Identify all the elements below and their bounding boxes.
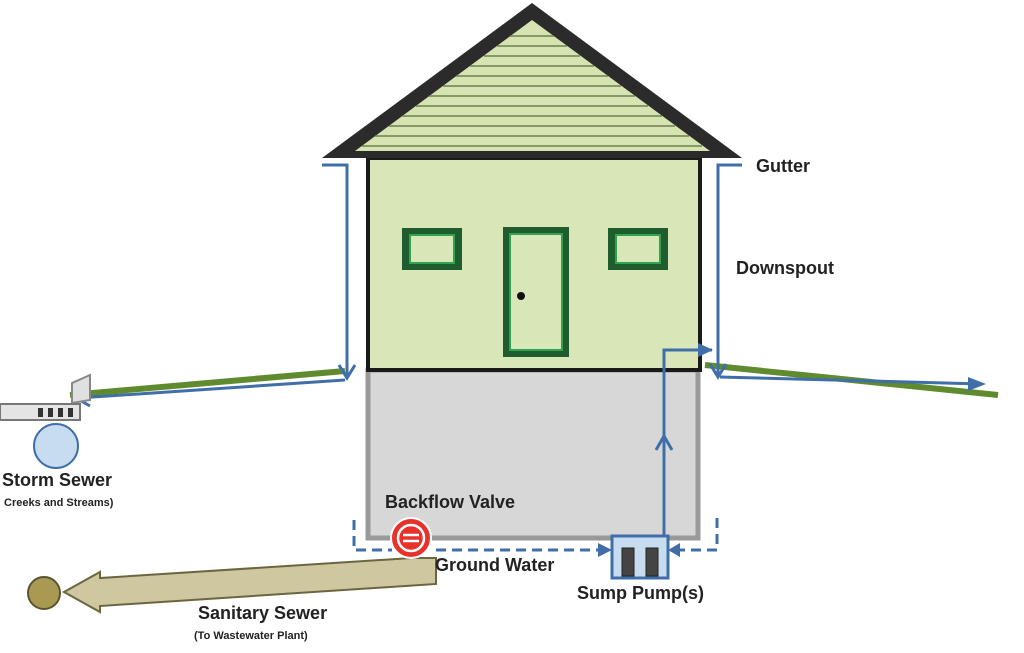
window-right-pane <box>615 234 661 264</box>
sump-pump-label: Sump Pump(s) <box>577 583 705 603</box>
gutter-label: Gutter <box>756 156 810 176</box>
ground-water-arrow <box>598 543 612 557</box>
sump-pump-unit-1 <box>621 547 635 577</box>
door-panel <box>509 233 563 351</box>
sanitary-sewer-pipe <box>61 557 437 614</box>
storm-sewer-main <box>33 423 79 469</box>
backflow-valve-label: Backflow Valve <box>385 492 516 512</box>
sump-pump-unit-2 <box>645 547 659 577</box>
sanitary-sewer-label: Sanitary Sewer <box>198 603 328 623</box>
sump-discharge-line <box>662 348 712 538</box>
ground-line-left <box>69 368 346 398</box>
runoff-right-arrow <box>968 377 986 391</box>
window-left-pane <box>409 234 455 264</box>
downspout-label: Downspout <box>736 258 834 278</box>
ground-water-drain-left <box>352 520 392 552</box>
sanitary-sewer-note: (To Wastewater Plant) <box>194 630 308 642</box>
sump-discharge-arrow-head <box>698 343 713 357</box>
storm-sewer-label: Storm Sewer <box>2 470 113 490</box>
backflow-valve-ring <box>396 523 426 553</box>
sump-pump-pit <box>610 534 670 580</box>
storm-sewer-grate-cap <box>71 373 91 405</box>
ground-water-drain-right <box>674 518 719 552</box>
downspout-right <box>716 163 742 376</box>
basement <box>365 367 701 541</box>
downspout-left-arrow <box>337 364 357 381</box>
runoff-left-line <box>77 378 346 400</box>
door-knob <box>517 292 525 300</box>
sump-discharge-arrow-up <box>654 432 674 451</box>
ground-water-arrow-right <box>668 543 680 557</box>
sanitary-sewer-main <box>27 576 61 610</box>
storm-sewer-note: Creeks and Streams) <box>4 497 114 509</box>
ground-water-label: Ground Water <box>435 555 555 575</box>
downspout-right-arrow <box>708 363 728 380</box>
roof-siding <box>362 35 702 147</box>
downspout-left <box>322 163 349 377</box>
storm-sewer-grate <box>38 408 73 417</box>
runoff-right-line <box>719 375 983 386</box>
